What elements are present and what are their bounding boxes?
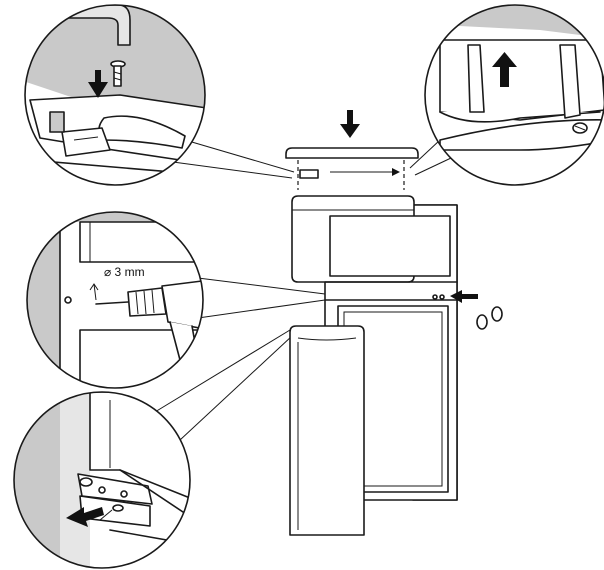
- zoom-lift-hinge: [424, 4, 604, 186]
- up-arrow-icon: [492, 52, 517, 87]
- screw-icon: [110, 60, 126, 87]
- freezer-door: [291, 195, 451, 283]
- zoom-lower-hinge: [13, 391, 191, 569]
- drill-icon: [95, 279, 203, 361]
- zoom-drill-hole: ⌀ 3 mm: [26, 211, 204, 389]
- push-arrow-icon: [450, 290, 478, 303]
- down-arrow-icon: [88, 70, 108, 98]
- drill-spec-label: ⌀ 3 mm: [104, 265, 145, 279]
- hole-plugs: [432, 290, 503, 330]
- fridge-door: [289, 325, 365, 536]
- push-arrow-icon: [66, 507, 104, 527]
- top-cover: [285, 147, 419, 190]
- zoom-hinge-screw: [24, 4, 206, 186]
- down-arrow-icon: [340, 110, 360, 138]
- leader-lines: [149, 139, 469, 441]
- fridge: [285, 110, 503, 536]
